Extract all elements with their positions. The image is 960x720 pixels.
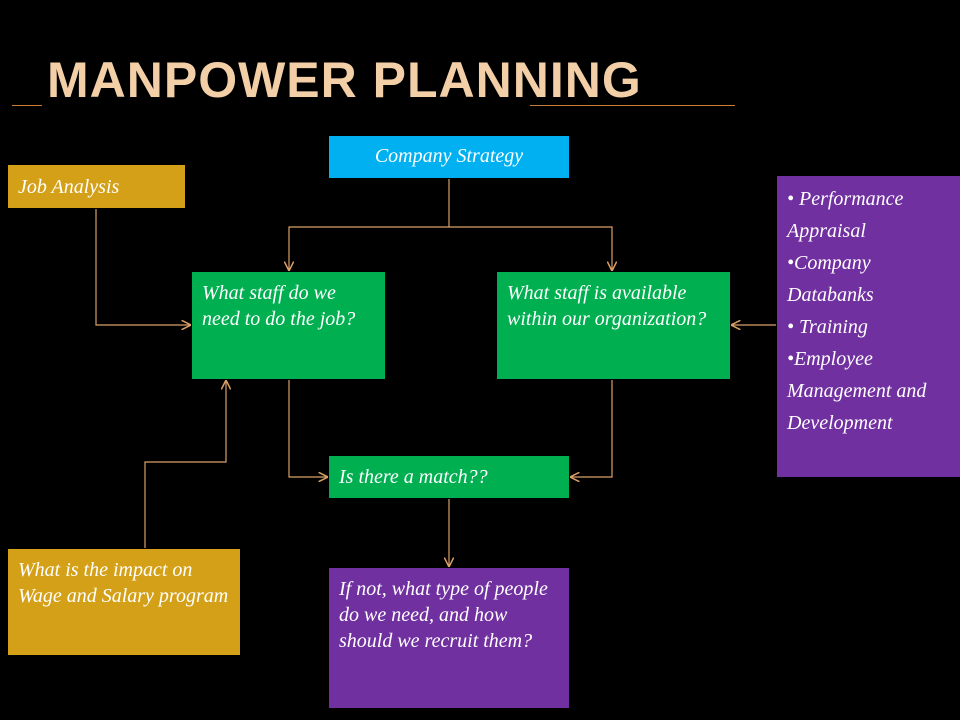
source-item-employee-management: •Employee Management and Development [787, 348, 927, 434]
slide-title: MANPOWER PLANNING [47, 52, 642, 108]
source-item-performance-appraisal: • Performance Appraisal [787, 188, 904, 242]
job-analysis-connector [95, 209, 190, 325]
title-rule-left [12, 105, 42, 106]
available-to-match-connector [571, 380, 613, 477]
staff-needed-box: What staff do we need to do the job? [192, 272, 385, 379]
strategy-to-available-connector [449, 226, 612, 270]
job-analysis-box: Job Analysis [8, 165, 185, 208]
recruit-box: If not, what type of people do we need, … [329, 568, 569, 708]
strategy-to-needed-connector [289, 179, 450, 270]
match-box: Is there a match?? [329, 456, 569, 498]
source-item-training: • Training [787, 316, 868, 338]
source-item-company-databanks: •Company Databanks [787, 252, 874, 306]
title-rule [530, 105, 735, 106]
wage-impact-connector [144, 381, 226, 548]
wage-impact-box: What is the impact on Wage and Salary pr… [8, 549, 240, 655]
needed-to-match-connector [288, 380, 327, 477]
sources-box: • Performance Appraisal •Company Databan… [777, 176, 960, 477]
company-strategy-box: Company Strategy [329, 136, 569, 178]
staff-available-box: What staff is available within our organ… [497, 272, 730, 379]
